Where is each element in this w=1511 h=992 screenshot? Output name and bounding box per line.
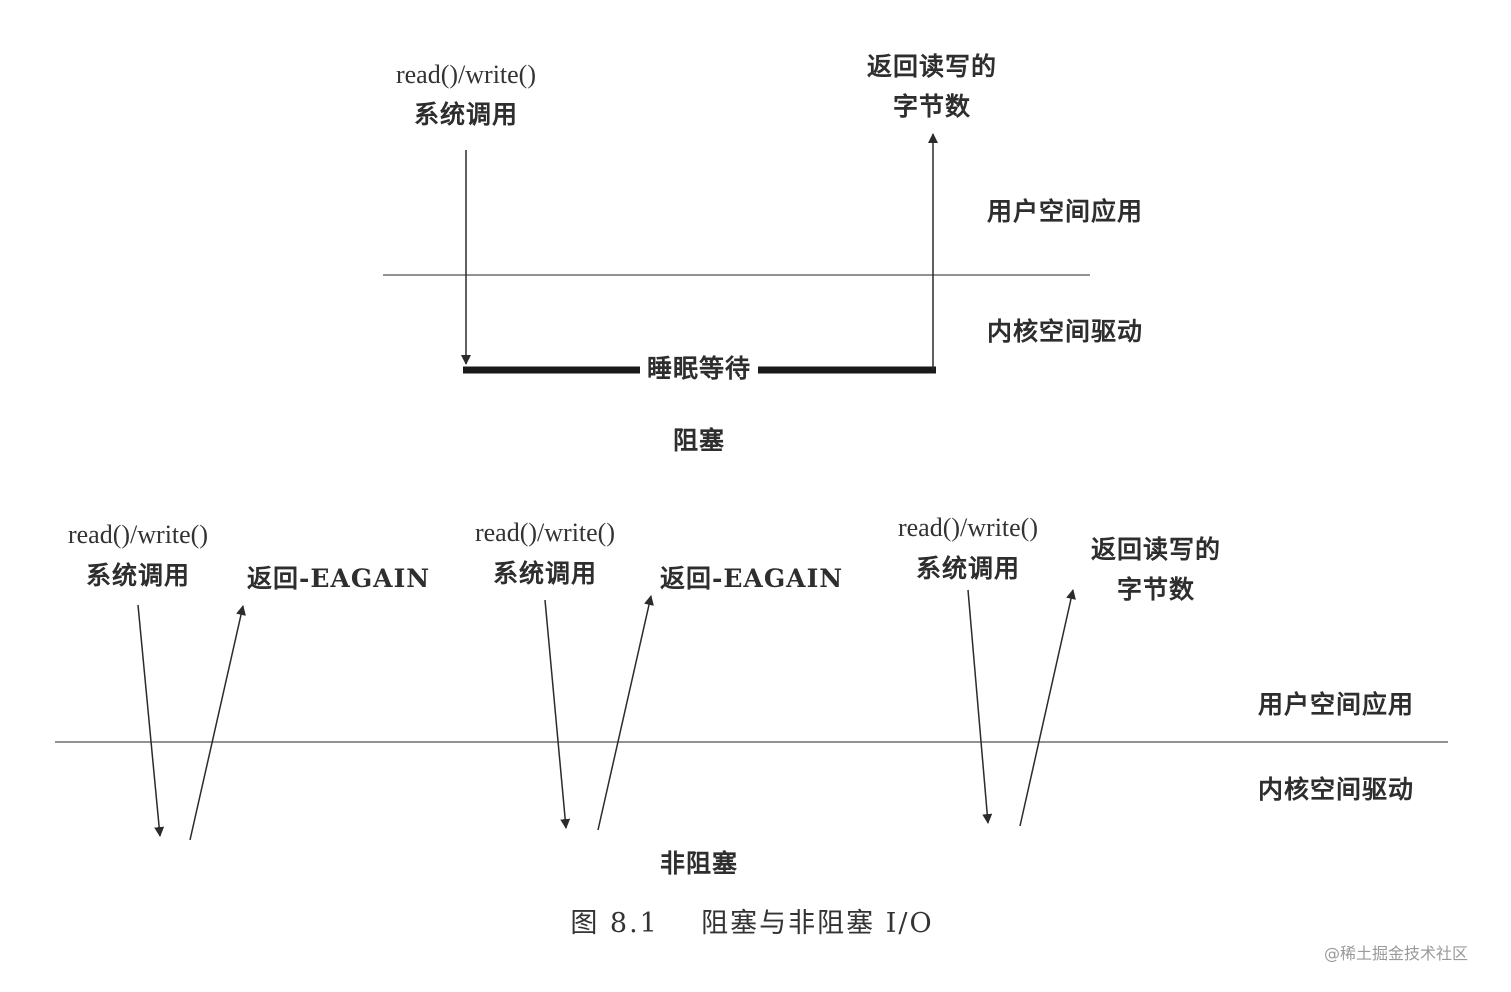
nonblocking-call2-arrow bbox=[544, 599, 571, 829]
blocking-return-label-line1: 返回读写的 bbox=[866, 52, 998, 81]
nonblocking-return3-label-line2: 字节数 bbox=[1116, 575, 1196, 604]
figure-caption: 图 8.1 阻塞与非阻塞 I/O bbox=[570, 908, 934, 939]
nonblocking-call2-label-line1: read()/write() bbox=[474, 518, 616, 547]
nonblocking-return2-label: 返回-EAGAIN bbox=[660, 564, 844, 593]
blocking-call-label-line1: read()/write() bbox=[395, 60, 537, 89]
nonblocking-call3-arrow bbox=[967, 589, 993, 824]
nonblocking-return1-arrow bbox=[189, 605, 246, 841]
blocking-sleep-label: 睡眠等待 bbox=[646, 354, 752, 383]
blocking-title: 阻塞 bbox=[672, 426, 726, 455]
nonblocking-call1-arrow bbox=[137, 604, 165, 837]
nonblocking-call1-label-line2: 系统调用 bbox=[85, 561, 191, 590]
nonblocking-call1-label-line1: read()/write() bbox=[67, 520, 209, 549]
nonblocking-call3-label-line1: read()/write() bbox=[897, 513, 1039, 542]
nonblocking-call2-label-line2: 系统调用 bbox=[492, 559, 598, 588]
watermark: @稀土掘金技术社区 bbox=[1324, 944, 1469, 963]
nonblocking-kernel-space-label: 内核空间驱动 bbox=[1258, 775, 1415, 804]
nonblocking-return1-label: 返回-EAGAIN bbox=[247, 564, 431, 593]
nonblocking-return3-label-line1: 返回读写的 bbox=[1090, 535, 1222, 564]
blocking-kernel-space-label: 内核空间驱动 bbox=[987, 317, 1144, 346]
blocking-user-space-label: 用户空间应用 bbox=[987, 197, 1144, 226]
nonblocking-user-space-label: 用户空间应用 bbox=[1258, 690, 1415, 719]
nonblocking-title: 非阻塞 bbox=[659, 849, 739, 878]
nonblocking-call3-label-line2: 系统调用 bbox=[915, 554, 1021, 583]
nonblocking-return3-arrow bbox=[1019, 589, 1076, 827]
blocking-call-label-line2: 系统调用 bbox=[413, 100, 519, 129]
nonblocking-return2-arrow bbox=[597, 595, 654, 831]
blocking-return-label-line2: 字节数 bbox=[892, 92, 972, 121]
